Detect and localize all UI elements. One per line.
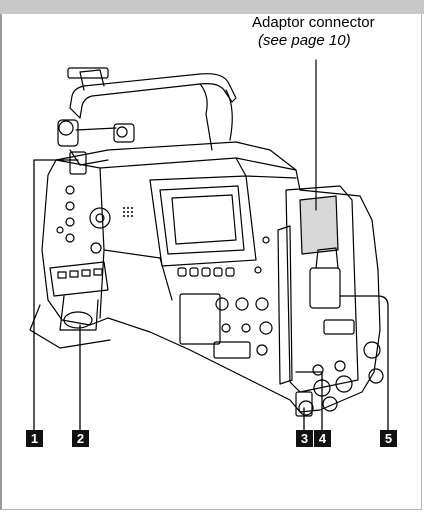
callout-5: 5 [380, 430, 397, 447]
figure-frame [0, 14, 422, 510]
audio-controls [29, 261, 111, 349]
side-panel [56, 185, 111, 254]
page-reference: (see page 10) [258, 32, 351, 49]
header-bar [0, 0, 424, 14]
speaker-grille [123, 207, 133, 217]
lcd-panel [149, 175, 257, 267]
adaptor-connector-caption: Adaptor connector [252, 14, 375, 31]
adaptor-section [277, 185, 359, 393]
button-row [177, 236, 270, 277]
callout-4: 4 [314, 430, 331, 447]
viewfinder-mount [57, 119, 135, 175]
connector-panel [179, 293, 273, 359]
rear-connectors [295, 341, 384, 417]
callout-leaders [33, 159, 389, 431]
callout-1: 1 [26, 430, 43, 447]
callout-3: 3 [296, 430, 313, 447]
carry-handle [67, 67, 237, 151]
camera-body [41, 141, 381, 413]
callout-2: 2 [72, 430, 89, 447]
